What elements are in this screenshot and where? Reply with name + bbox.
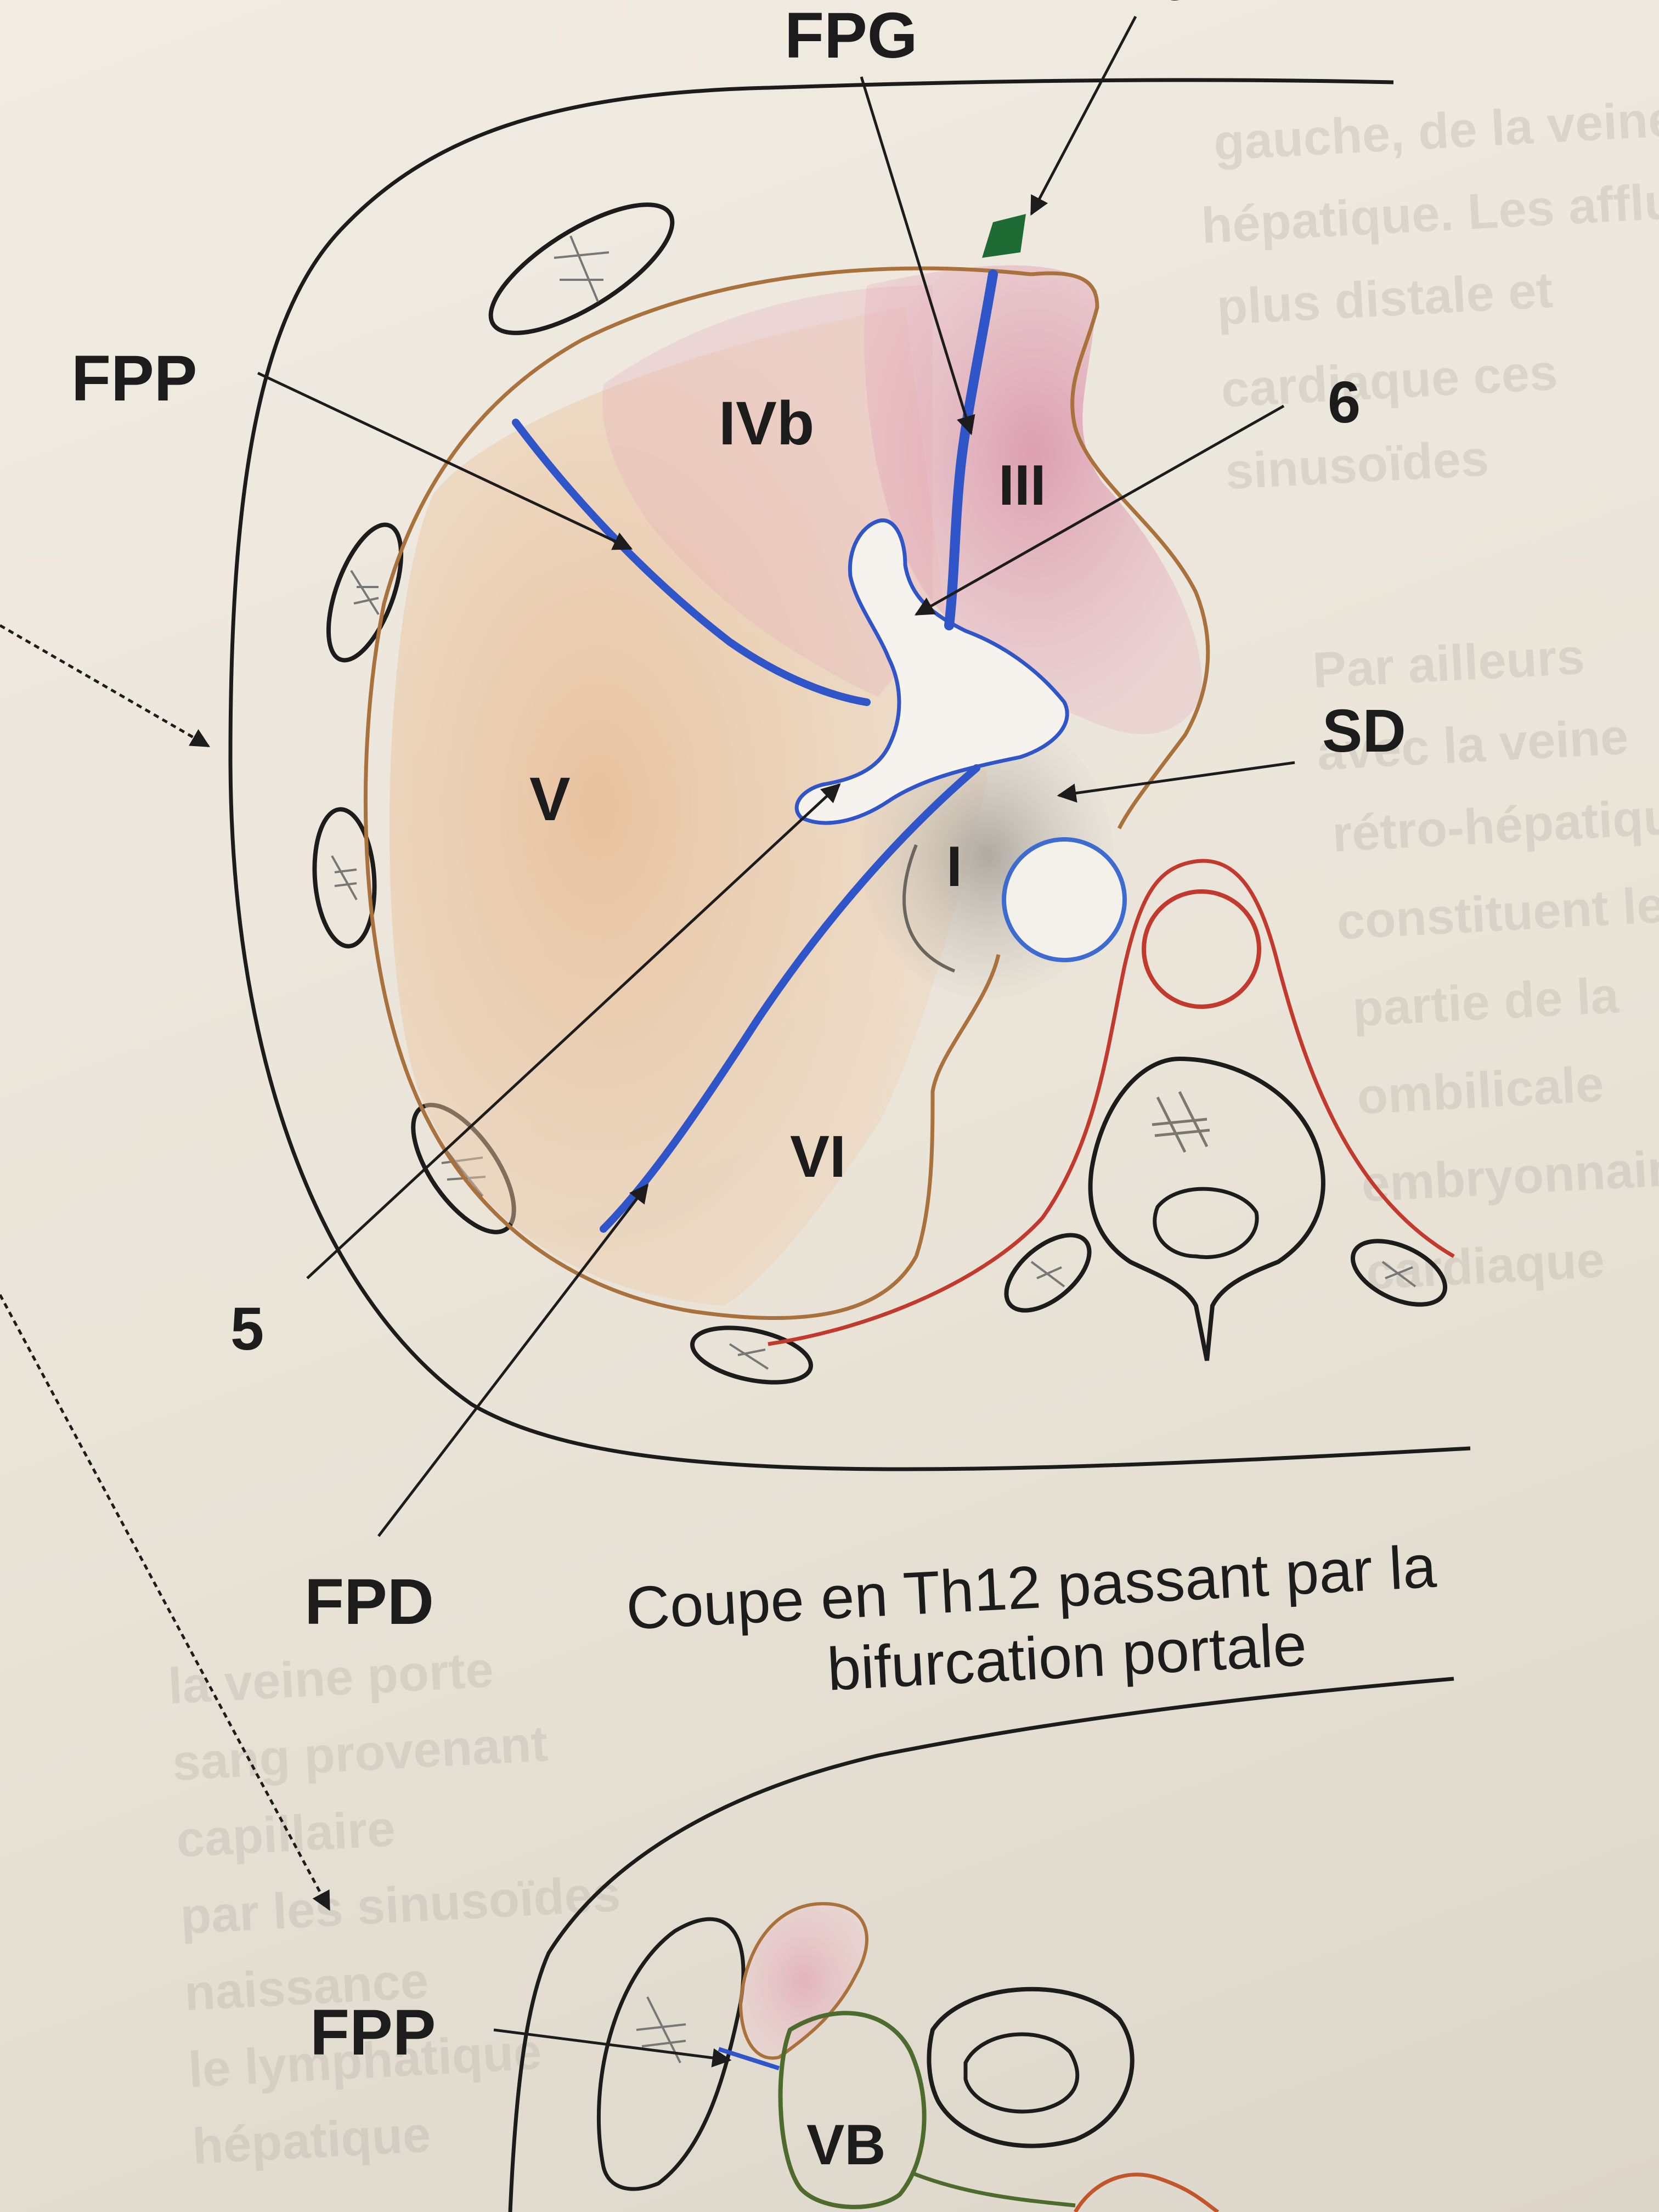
leader-five [306, 783, 841, 1279]
body-wall-outer [228, 78, 1471, 1471]
bg-text-line: hépatique [191, 2106, 432, 2175]
bg-text-line: naissance [183, 1953, 430, 2021]
leader-sd [1057, 761, 1295, 803]
bg-text-line: capillaire [175, 1801, 397, 1868]
label-fpp-top: FPP [71, 342, 198, 415]
body-wall-outer-lower [508, 1677, 1454, 2212]
bg-text-line: sinusoïdes [1224, 430, 1490, 500]
vertebra-hatch [1152, 1091, 1210, 1153]
label-fpp-bottom: FPP [310, 1996, 436, 2069]
fissure-fpp [512, 419, 871, 706]
liver-outline [363, 266, 1210, 1321]
lower-pink-region [738, 1901, 868, 2060]
aorta [1142, 889, 1261, 1009]
rib-cross-section [488, 202, 675, 335]
leader-fpp-bottom [493, 2028, 732, 2068]
bg-text-line: partie de la [1351, 967, 1621, 1037]
bowel-loop-inner [963, 2032, 1080, 2114]
portal-bifurcation [794, 518, 1069, 825]
leader-six [914, 404, 1285, 616]
rib-cross-section-lower [597, 1917, 746, 2191]
dashed-arrow-upper [0, 624, 211, 748]
rib-cross-section [1350, 1239, 1448, 1307]
label-top-partial: 10 [1125, 0, 1192, 13]
liver-ivb-pink-fill [602, 285, 933, 697]
leader-fpg [860, 76, 975, 436]
bowel-loop [927, 1987, 1135, 2148]
rib-cross-section [312, 807, 377, 949]
label-fpg: FPG [785, 0, 918, 72]
label-gallbladder-vb: VB [806, 2113, 885, 2177]
leader-fpp-top [257, 371, 633, 550]
label-segment-v: V [529, 765, 571, 833]
liver-right-fill [389, 307, 988, 1306]
leader-fpd [377, 1183, 649, 1537]
rib-cross-section [1004, 1233, 1092, 1313]
gallbladder [778, 2011, 927, 2209]
vertebra [1088, 1056, 1325, 1361]
label-sd: SD [1322, 697, 1406, 765]
rib-cross-section [690, 1325, 814, 1385]
label-segment-i: I [946, 835, 962, 899]
lower-orange-structure [1073, 2172, 1220, 2212]
green-marker [982, 214, 1026, 258]
label-segment-ivb: IVb [719, 389, 814, 458]
fissure-fpd [600, 764, 980, 1233]
label-six: 6 [1328, 369, 1361, 435]
bg-text-line: ombilicale [1356, 1056, 1605, 1125]
label-segment-iii: III [998, 454, 1046, 517]
dashed-arrow-lower [0, 1294, 331, 1911]
caudate-outline [902, 844, 956, 973]
rib-cross-section [326, 522, 404, 663]
red-peritoneal-outline [768, 859, 1455, 1346]
lower-green-outline [910, 2170, 1076, 2208]
inferior-vena-cava [1002, 837, 1127, 962]
label-fpd: FPD [304, 1566, 434, 1638]
spinal-canal [1153, 1187, 1259, 1259]
label-segment-vi: VI [790, 1123, 846, 1189]
label-five: 5 [230, 1295, 264, 1363]
bg-text-line: cardiaque [1365, 1232, 1606, 1300]
leader-top-partial [1030, 15, 1137, 216]
fissure-fpg [944, 269, 998, 630]
